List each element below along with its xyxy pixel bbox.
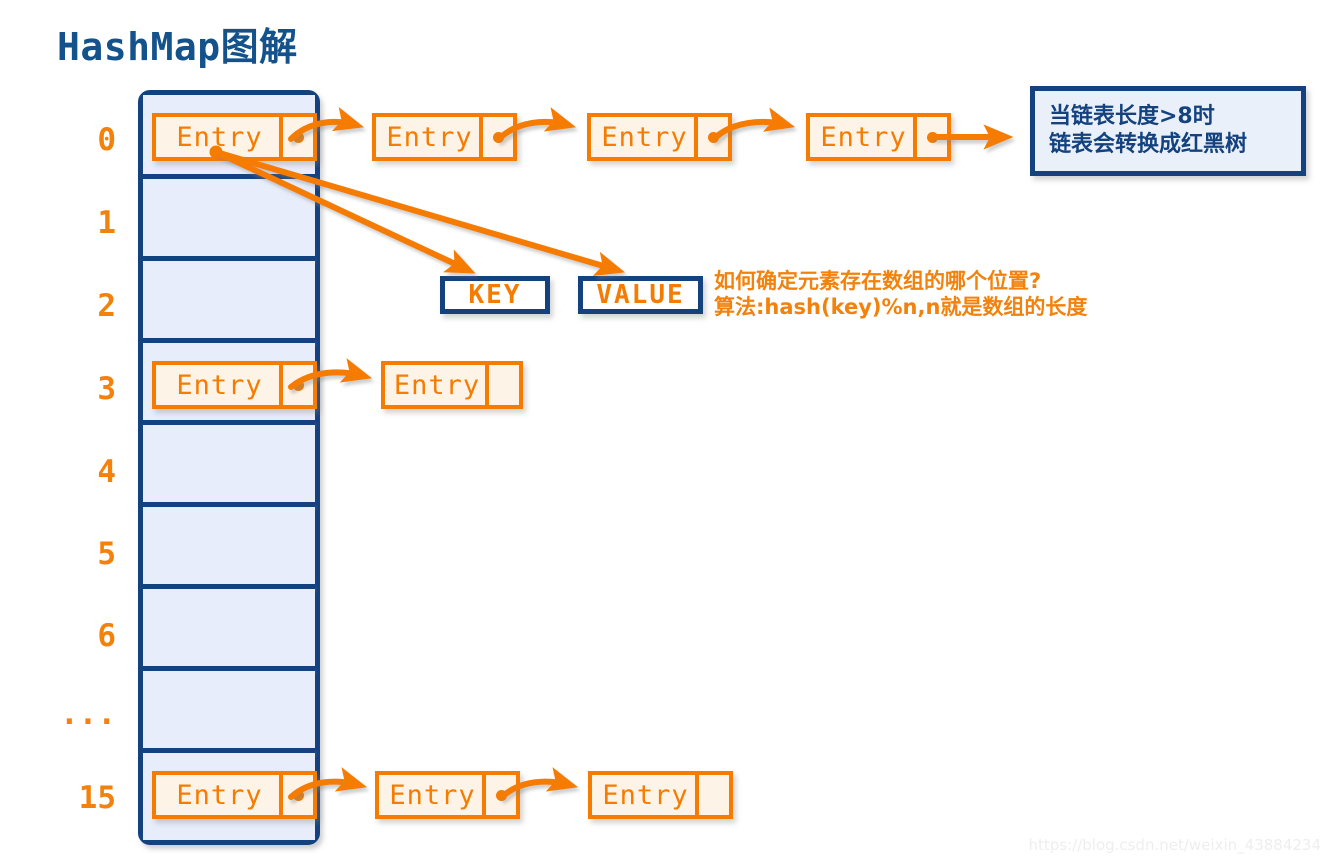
key-box: KEY <box>440 276 550 314</box>
hash-annotation-line-1: 如何确定元素存在数组的哪个位置? <box>714 269 1042 293</box>
entry-next-pointer[interactable] <box>479 117 513 157</box>
array-cell-1[interactable] <box>143 179 315 261</box>
entry-label: Entry <box>389 779 476 811</box>
array-cell-ellipsis[interactable] <box>143 671 315 753</box>
entry-next-pointer[interactable] <box>279 775 313 815</box>
entry-next-pointer-null[interactable] <box>695 775 729 815</box>
array-cell-divider <box>143 420 315 425</box>
treeify-note-line-1: 当链表长度>8时 <box>1049 103 1215 129</box>
entry-node-row0-0[interactable]: Entry <box>152 113 317 161</box>
entry-label: Entry <box>176 779 263 811</box>
entry-node-row3-0[interactable]: Entry <box>152 361 317 409</box>
array-cell-6[interactable] <box>143 589 315 671</box>
entry-label: Entry <box>601 121 688 153</box>
array-cell-divider <box>143 338 315 343</box>
array-index-label-0: 0 <box>97 122 116 158</box>
array-index-label-15: 15 <box>78 780 116 816</box>
entry-next-pointer[interactable] <box>694 117 728 157</box>
hash-annotation: 如何确定元素存在数组的哪个位置? 算法:hash(key)%n,n就是数组的长度 <box>714 268 1087 321</box>
hash-array-container <box>138 90 320 845</box>
array-cell-5[interactable] <box>143 507 315 589</box>
hash-annotation-line-2: 算法:hash(key)%n,n就是数组的长度 <box>714 295 1088 320</box>
value-box: VALUE <box>578 276 703 314</box>
page-title: HashMap图解 <box>57 25 298 69</box>
array-cell-2[interactable] <box>143 261 315 343</box>
entry-next-pointer[interactable] <box>279 117 313 157</box>
entry-node-row0-3[interactable]: Entry <box>806 113 951 161</box>
array-cell-4[interactable] <box>143 425 315 507</box>
array-index-label-4: 4 <box>97 454 116 490</box>
array-index-label-1: 1 <box>97 205 116 241</box>
array-cell-divider <box>143 748 315 753</box>
entry-next-pointer[interactable] <box>279 365 313 405</box>
entry-node-row3-1[interactable]: Entry <box>381 361 523 409</box>
array-index-label-ellipsis: ... <box>60 696 116 732</box>
entry-next-pointer[interactable] <box>482 775 516 815</box>
array-index-label-6: 6 <box>97 618 116 654</box>
array-cell-divider <box>143 666 315 671</box>
entry-label: Entry <box>820 121 907 153</box>
treeify-note-line-2: 链表会转换成红黑树 <box>1049 132 1248 157</box>
entry-node-row0-1[interactable]: Entry <box>372 113 517 161</box>
entry-label: Entry <box>393 369 481 401</box>
array-cell-divider <box>143 584 315 589</box>
entry-label: Entry <box>386 121 473 153</box>
entry-next-pointer[interactable] <box>913 117 947 157</box>
entry-label: Entry <box>602 779 689 811</box>
entry-label: Entry <box>176 121 263 153</box>
treeify-note-box: 当链表长度>8时 链表会转换成红黑树 <box>1030 86 1306 176</box>
watermark: https://blog.csdn.net/weixin_43884234 <box>1028 836 1321 854</box>
array-cell-divider <box>143 502 315 507</box>
entry-node-row15-2[interactable]: Entry <box>588 771 733 819</box>
entry-next-pointer-null[interactable] <box>485 365 519 405</box>
array-index-label-5: 5 <box>97 536 116 572</box>
entry-node-row15-1[interactable]: Entry <box>375 771 520 819</box>
entry-node-row15-0[interactable]: Entry <box>152 771 317 819</box>
entry-node-row0-2[interactable]: Entry <box>587 113 732 161</box>
array-index-label-3: 3 <box>97 371 116 407</box>
entry-label: Entry <box>176 369 263 401</box>
array-index-label-2: 2 <box>97 288 116 324</box>
